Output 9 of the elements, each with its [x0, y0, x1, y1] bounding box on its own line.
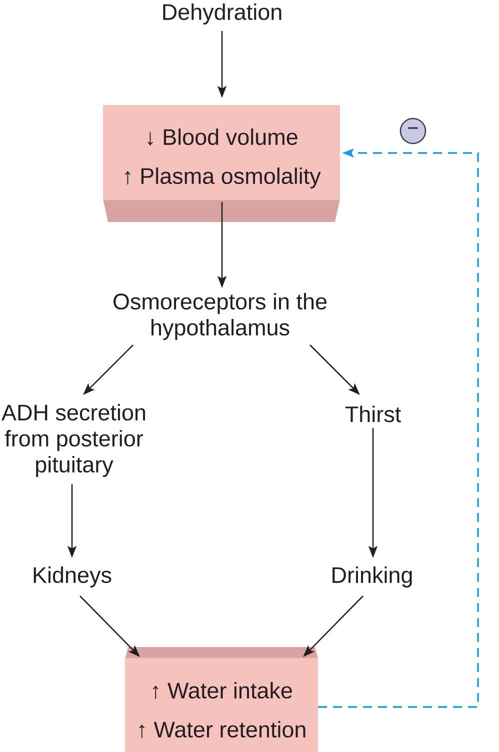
circled-minus-label: −: [400, 118, 426, 144]
process-box: ↑ Water intake ↑ Water retention: [125, 647, 318, 752]
step-label: Drinking: [332, 566, 412, 588]
step-label: Dehydration: [163, 4, 282, 24]
step-label: Thirst: [345, 406, 401, 422]
step-label: ADH secretion from posterior pituitary: [2, 404, 146, 477]
step-label: Kidneys: [34, 566, 112, 588]
process-box: ↓ Blood volume ↑ Plasma osmolality: [103, 105, 340, 222]
step-label: Osmoreceptors in the hypothalamus: [114, 293, 326, 340]
